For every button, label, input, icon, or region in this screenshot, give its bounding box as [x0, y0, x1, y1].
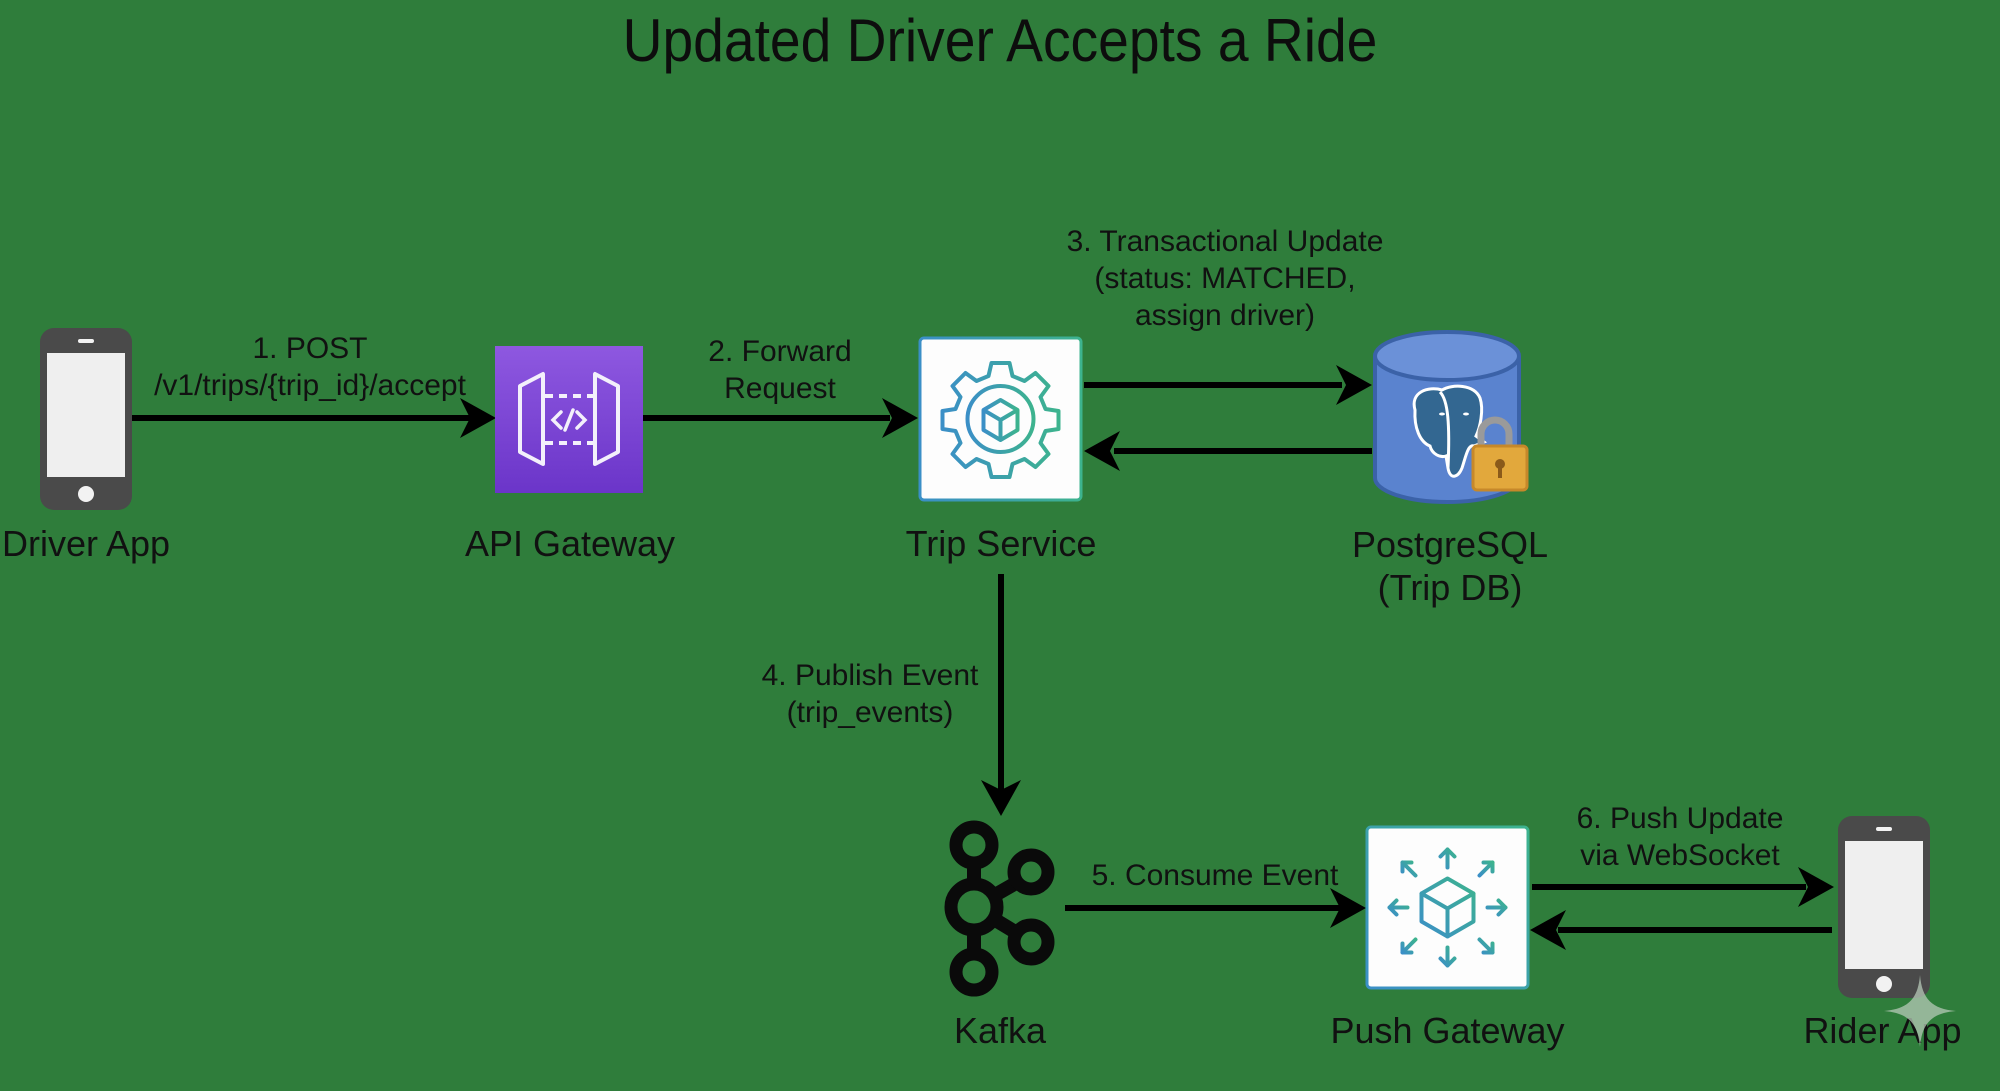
postgres-label: PostgreSQL (Trip DB): [1320, 523, 1580, 609]
push-gateway-cube-broadcast-icon: [1365, 825, 1530, 990]
edge-2-label-line1: 2. Forward: [708, 335, 852, 368]
edge-3-label-line2: (status: MATCHED,: [1094, 262, 1356, 295]
edge-3-label: 3. Transactional Update (status: MATCHED…: [1040, 223, 1410, 334]
trip-service-gear-cube-icon: [918, 336, 1083, 502]
trip-service-label: Trip Service: [905, 523, 1097, 564]
postgres-database-icon: [1373, 330, 1529, 504]
driver-app-label: Driver App: [1, 523, 171, 564]
edge-2-label: 2. Forward Request: [680, 333, 880, 407]
edge-3-arrow-return: [1084, 431, 1372, 471]
diagram-title: Updated Driver Accepts a Ride: [622, 7, 1378, 74]
edge-1-label-line1: 1. POST: [252, 332, 368, 365]
edge-1-label: 1. POST /v1/trips/{trip_id}/accept: [130, 330, 490, 404]
edge-4-label-line2: (trip_events): [786, 696, 954, 729]
edge-3-arrow-forward: [1084, 365, 1372, 405]
kafka-icon: [944, 820, 1055, 997]
edge-4-label-line1: 4. Publish Event: [761, 659, 979, 692]
lock-icon: [1471, 416, 1529, 492]
edge-6-arrow-forward: [1532, 867, 1834, 907]
api-gateway-label: API Gateway: [464, 523, 676, 564]
edge-1-arrow: [132, 398, 496, 438]
postgres-label-line1: PostgreSQL: [1351, 524, 1549, 565]
edge-6-label-line2: via WebSocket: [1580, 839, 1780, 872]
edge-4-label: 4. Publish Event (trip_events): [740, 657, 1000, 731]
edge-5-label: 5. Consume Event: [1070, 857, 1360, 894]
edge-2-label-line2: Request: [724, 372, 836, 405]
push-gateway-label: Push Gateway: [1330, 1010, 1565, 1051]
edge-5-arrow: [1065, 888, 1366, 928]
kafka-label: Kafka: [953, 1010, 1047, 1051]
rider-app-label: Rider App: [1803, 1010, 1962, 1051]
edge-6-arrow-return: [1530, 910, 1832, 950]
edge-1-label-line2: /v1/trips/{trip_id}/accept: [154, 369, 466, 402]
edge-3-label-line3: assign driver): [1134, 299, 1316, 332]
edge-6-label: 6. Push Update via WebSocket: [1540, 800, 1820, 874]
postgres-label-line2: (Trip DB): [1377, 567, 1523, 608]
edge-6-label-line1: 6. Push Update: [1576, 802, 1784, 835]
driver-app-smartphone-icon: [40, 328, 132, 510]
edge-4-arrow: [981, 574, 1021, 816]
rider-app-smartphone-icon: [1838, 816, 1930, 998]
api-gateway-icon: [495, 346, 643, 493]
sparkle-icon: [1884, 975, 1956, 1047]
postgres-elephant-icon: [1412, 384, 1488, 478]
edge-2-arrow: [642, 398, 918, 438]
edge-5-label-line1: 5. Consume Event: [1091, 859, 1339, 892]
edge-3-label-line1: 3. Transactional Update: [1066, 225, 1384, 258]
